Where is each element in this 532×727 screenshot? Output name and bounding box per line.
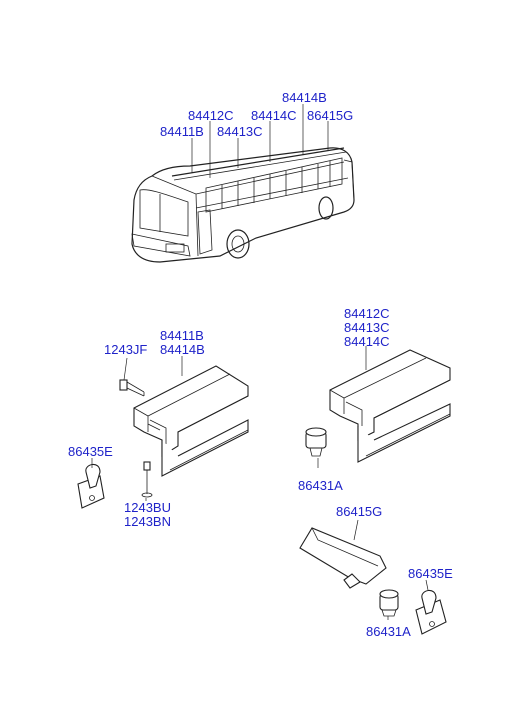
- screw-1243BU: [141, 461, 153, 498]
- label-86435E-left: 86435E: [68, 444, 113, 459]
- label-86415G-bus: 86415G: [307, 108, 353, 123]
- screw-1243JF: [119, 379, 145, 397]
- left-roof-rail: [133, 365, 249, 477]
- label-86431A-lower: 86431A: [366, 624, 411, 639]
- label-84414B-bus: 84414B: [282, 90, 327, 105]
- label-86435E-right: 86435E: [408, 566, 453, 581]
- left-leader-lines: [91, 356, 183, 501]
- label-84411B: 84411B: [160, 328, 204, 343]
- label-84414B: 84414B: [160, 342, 205, 357]
- right-roof-rail: [329, 349, 451, 463]
- clip-86431A-lower: [379, 589, 399, 617]
- label-84411B-bus: 84411B: [160, 124, 204, 139]
- bus-illustration: [131, 147, 355, 263]
- label-86415G: 86415G: [336, 504, 382, 519]
- label-86431A-upper: 86431A: [298, 478, 343, 493]
- label-84412C-bus: 84412C: [188, 108, 234, 123]
- label-84413C: 84413C: [344, 320, 390, 335]
- clip-86431A-upper: [305, 427, 327, 457]
- bus-leader-lines: [191, 104, 329, 178]
- label-1243BN: 1243BN: [124, 514, 171, 529]
- right-leader-lines: [317, 346, 429, 620]
- clip-86435E-left: [77, 463, 105, 509]
- clip-86435E-right: [415, 589, 447, 635]
- trim-strip-86415G: [299, 527, 387, 589]
- label-1243JF: 1243JF: [104, 342, 147, 357]
- label-1243BU: 1243BU: [124, 500, 171, 515]
- label-84412C: 84412C: [344, 306, 390, 321]
- label-84413C-bus: 84413C: [217, 124, 263, 139]
- label-84414C-bus: 84414C: [251, 108, 297, 123]
- label-84414C: 84414C: [344, 334, 390, 349]
